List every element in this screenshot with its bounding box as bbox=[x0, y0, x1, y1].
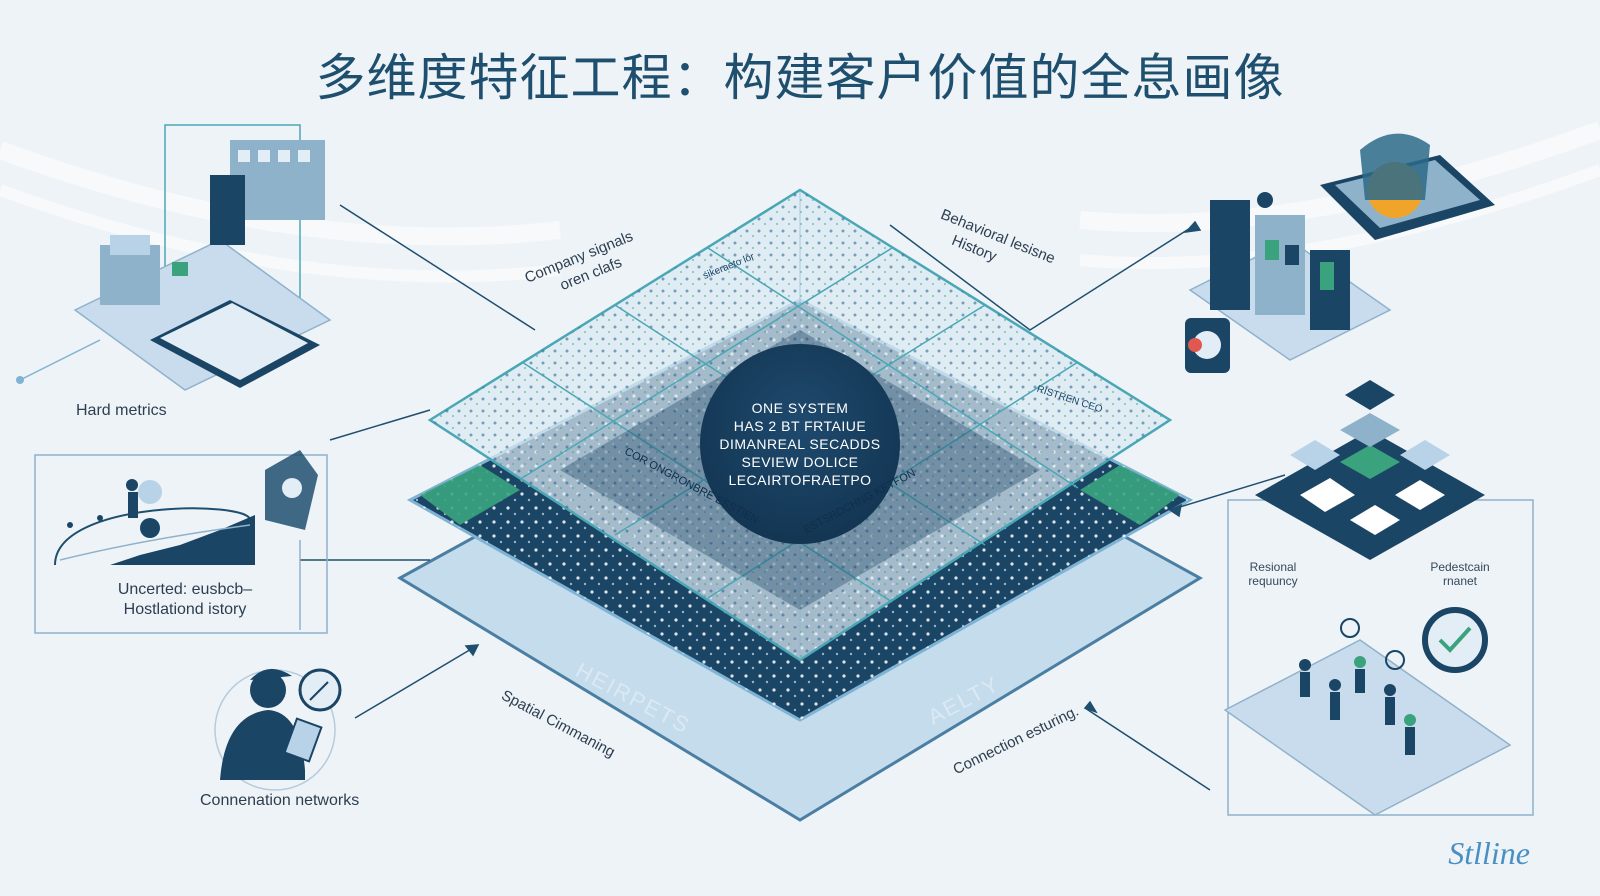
connector-lines bbox=[300, 204, 1286, 791]
background-streaks bbox=[0, 121, 1600, 283]
pedestrian-market-illustration bbox=[1223, 607, 1512, 816]
pedestrian-line-2: rnanet bbox=[1442, 574, 1478, 588]
core-line-3: DIMANREAL SECADDS bbox=[719, 436, 881, 452]
core-line-5: LECAIRTOFRAETPO bbox=[728, 472, 872, 488]
teal-tile-right bbox=[1080, 465, 1180, 525]
core-system-circle: ONE SYSTEM HAS 2 BT FRTAIUE DIMANREAL SE… bbox=[700, 344, 900, 544]
connection-networks-illustration bbox=[214, 668, 342, 791]
connection-networks-label: Connenation networks bbox=[200, 792, 360, 809]
history-illustration bbox=[34, 450, 328, 634]
regional-line-1: Resional bbox=[1249, 560, 1297, 574]
history-label-line-2: Hostlationd istory bbox=[123, 601, 247, 618]
pedestrian-line-1: Pedestcain bbox=[1430, 560, 1490, 574]
history-label: Uncerted: eusbcb– Hostlationd istory bbox=[70, 580, 300, 620]
regional-frequency-illustration bbox=[1227, 380, 1534, 816]
behavioral-history-illustration bbox=[1185, 133, 1495, 373]
hard-metrics-label: Hard metrics bbox=[76, 402, 167, 419]
teal-tile-left bbox=[420, 465, 520, 525]
history-label-line-1: Uncerted: eusbcb– bbox=[117, 581, 253, 598]
core-line-1: ONE SYSTEM bbox=[751, 400, 849, 416]
regional-line-2: requuncy bbox=[1248, 574, 1298, 588]
hard-metrics-illustration bbox=[16, 124, 332, 391]
core-line-4: SEVIEW DOLICE bbox=[741, 454, 859, 470]
core-line-2: HAS 2 BT FRTAIUE bbox=[733, 418, 867, 434]
brand-logo: Stlline bbox=[1448, 835, 1530, 871]
regional-frequency-label: Resional requuncy bbox=[1238, 560, 1308, 588]
pedestrian-market-label: Pedestcain rnanet bbox=[1420, 560, 1500, 588]
page-title: 多维度特征工程：构建客户价值的全息画像 bbox=[315, 49, 1285, 107]
